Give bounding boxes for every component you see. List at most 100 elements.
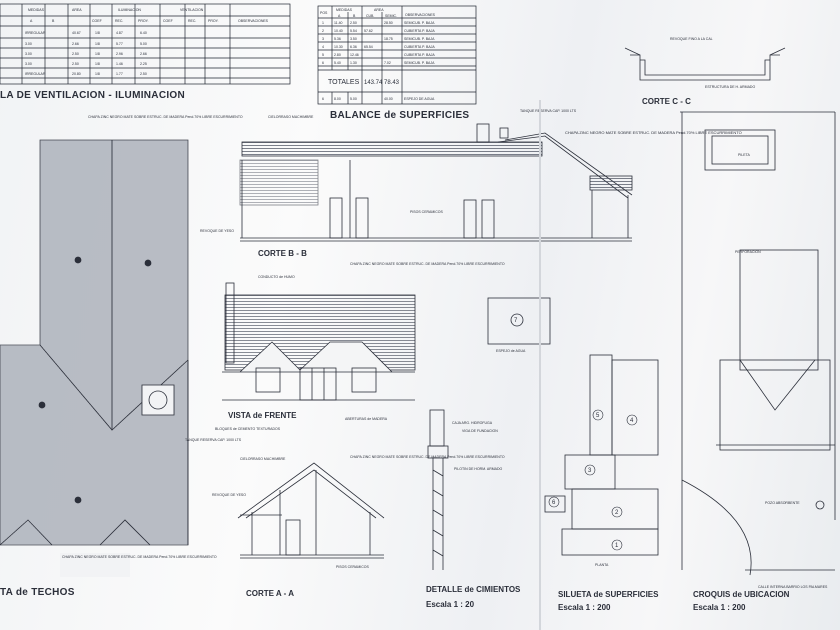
table-left-cell: 1.77 [116,72,123,76]
ventilation-table [0,3,291,85]
cimientos-note-pilotin: PILOTIN DE HORM. ARMADO [454,467,503,471]
table-left-title: LA DE VENTILACION - ILUMINACION [0,90,185,101]
table-right-extra-cell: ESPEJO DE AGUA [404,97,435,101]
vista-frente-drawing [222,282,416,401]
silueta-scale: Escala 1 : 200 [558,603,611,612]
table-right-cell: SEMICUB. P. BAJA [404,61,435,65]
corte-bb-note-cielorraso: CIELORRASO MACHIMBRE [268,115,314,119]
table-right-extra-cell: 8.00 [334,97,341,101]
cimientos-note-viga: VIGA DE FUNDACION [462,429,498,433]
silueta-numbers [548,409,638,551]
table-right-sub-semic: SEMIC. [385,14,397,18]
table-right-cell: 1 [322,21,324,25]
totals-label: TOTALES [328,79,360,86]
table-left-cell: 1/8 [95,42,100,46]
croquis-scale: Escala 1 : 200 [693,603,746,612]
table-left-cell: 2.50 [72,62,79,66]
table-left-header-area: AREA [72,8,82,12]
cimientos-drawing [427,409,449,570]
table-right-cell: 11.40 [334,21,343,25]
table-right-cell: CUBIERTA P. BAJA [404,29,435,33]
table-right-sub-a: A [338,14,341,18]
table-left-cell: 2.25 [140,62,147,66]
techos-roof-note-top: CHAPA ZINC NEGRO MATE SOBRE ESTRUC. DE M… [88,115,243,119]
croquis-title: CROQUIS de UBICACION [693,590,790,599]
table-left-cell: 2.66 [72,42,79,46]
table-left-sub-coef: COEF [92,19,102,23]
table-right-cell: 5.54 [350,29,357,33]
silueta-number: 1 [615,543,619,549]
table-right-cell: 7.02 [384,61,391,65]
table-left-header-ventilacion: VENTILACION [180,8,204,12]
table-left-sub-b: B [52,19,55,23]
table-right-cell: 5 [322,53,324,57]
vista-frente-note-conducto: CONDUCTO de HUMO [258,275,295,279]
table-right-cell: 2 [322,29,324,33]
corte-aa-drawing [237,462,385,559]
croquis-note-pileta: PILETA [738,153,750,157]
silueta-number: 4 [630,418,634,424]
table-left-cell: 1/8 [95,62,100,66]
table-left-cell: 1/8 [95,31,100,35]
corte-cc-note-estructura: ESTRUCTURA DE H. ARMADO [705,85,755,89]
table-left-sub-proy: PROY. [138,19,149,23]
table-right-cell: CUBIERTA P. BAJA [404,53,435,57]
table-left-sub-a: A [30,19,33,23]
table-right-header-area: AREA [374,8,384,12]
silueta-drawing [544,354,659,556]
croquis-note-perforacion: PERFORACION [735,250,761,254]
table-left-cell: IRREGULAR [25,72,46,76]
table-right-cell: 18.75 [384,37,393,41]
table-right-header-pos: POS [320,11,328,15]
table-left-cell: 1/8 [95,72,100,76]
corte-aa-note-revoque: REVOQUE DE YESO [212,493,246,497]
espejo-label: ESPEJO de AGUA [496,349,526,353]
silueta-number: 2 [615,510,619,516]
corte-aa-title: CORTE A - A [246,589,294,598]
table-right-cell: SEMICUB. P. BAJA [404,21,435,25]
table-left-cell: 3.00 [25,42,32,46]
silueta-plant-label: PLANTA [595,563,609,567]
table-left-cell: 1/8 [95,52,100,56]
table-right-cell: 3.50 [350,37,357,41]
table-right-title: BALANCE de SUPERFICIES [330,110,469,121]
table-right-cell: 3 [322,37,324,41]
table-left-sub-proy2: PROY. [208,19,219,23]
table-right-sub-b: B [353,14,356,18]
table-right-cell: 12.46 [350,53,359,57]
table-right-header-obs: OBSERVACIONES [405,13,436,17]
table-left-cell: 2.50 [140,72,147,76]
techos-roof-note: CHAPA ZINC NEGRO MATE SOBRE ESTRUC. DE M… [62,555,217,559]
corte-bb-roof-note: CHAPA ZINC NEGRO MATE SOBRE ESTRUC. DE M… [565,130,742,135]
silueta-number: 5 [596,413,600,419]
table-left-sub-coef2: COEF [163,19,173,23]
table-left-cell: 4.87 [116,31,123,35]
table-right-extra-cell: 5.00 [350,97,357,101]
table-left-cell: 3.00 [25,52,32,56]
corte-aa-roof-note: CHAPA ZINC NEGRO MATE SOBRE ESTRUC. DE M… [350,455,505,459]
table-right-sub-cub: CUB. [366,14,374,18]
table-right-cell: 5.36 [334,37,341,41]
corte-cc-note-revoque: REVOQUE FINO A LA CAL [670,37,713,41]
table-right-cell: 4 [322,45,324,49]
corte-bb-drawing [239,123,633,242]
table-right-cell: 28.50 [384,21,393,25]
table-left-header-iluminacion: ILUMINACION [118,8,141,12]
corte-bb-note-tanque: TANQUE RESERVA CAP. 1000 LTS [520,109,577,113]
balance-table [317,5,477,105]
table-left-cell: 5.00 [140,42,147,46]
corte-cc-drawing [624,47,786,81]
totals-semic: 78.43 [384,80,400,86]
table-right-cell: 1.30 [350,61,357,65]
croquis-drawing [680,111,836,576]
table-right-cell: 10.40 [334,29,343,33]
table-left-cell: 2.50 [72,52,79,56]
silueta-number: 3 [588,468,592,474]
table-left-header-medidas: MEDIDAS [28,8,45,12]
silueta-number: 6 [552,500,556,506]
table-left-cell: 5.77 [116,42,123,46]
corte-cc-title: CORTE C - C [642,97,691,106]
table-right-extra-cell: 40.00 [384,97,393,101]
